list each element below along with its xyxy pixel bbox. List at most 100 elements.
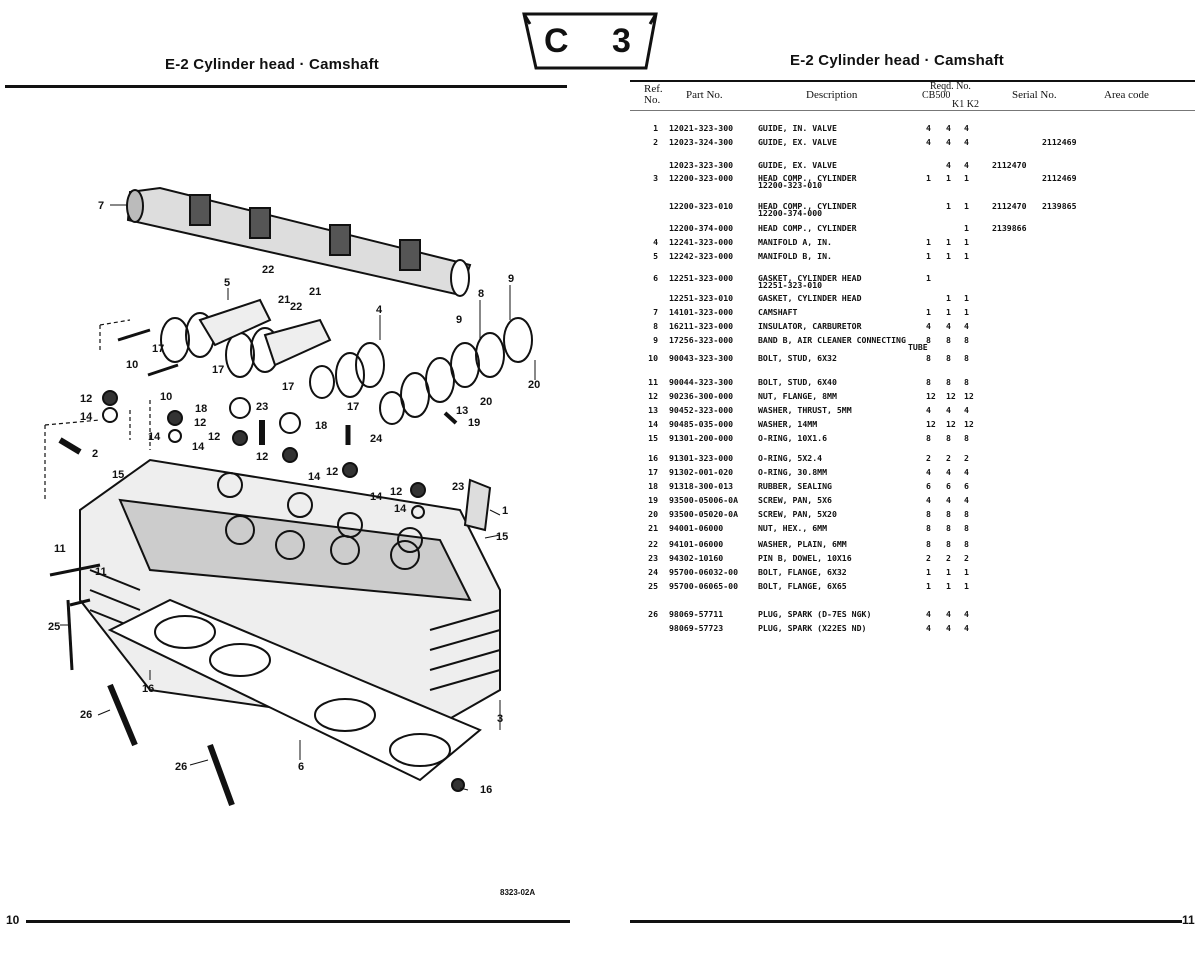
part-no-cell: 98069-57723 xyxy=(669,623,724,633)
qty-cb500-cell: 1 xyxy=(926,173,931,183)
part-no-cell: 94001-06000 xyxy=(669,523,724,533)
part-no-cell: 95700-06032-00 xyxy=(669,567,739,577)
header-area-code: Area code xyxy=(1104,89,1149,101)
ref-cell: 17 xyxy=(648,467,658,477)
qty-k2-cell: 1 xyxy=(964,307,969,317)
callout-21: 21 xyxy=(278,294,290,306)
serial-to-cell: 2112469 xyxy=(1042,137,1077,147)
qty-k2-cell: 4 xyxy=(964,609,969,619)
qty-k2-cell: 4 xyxy=(964,405,969,415)
camshaft-drawing xyxy=(126,186,472,297)
serial-to-cell: 2139865 xyxy=(1042,201,1077,211)
callout-23b: 23 xyxy=(452,481,464,493)
callout-11: 11 xyxy=(54,543,66,555)
qty-k1-cell: 4 xyxy=(946,609,951,619)
header-serial-no: Serial No. xyxy=(1012,89,1057,101)
callout-7: 7 xyxy=(98,200,104,212)
callout-12f: 12 xyxy=(390,486,402,498)
callout-10: 10 xyxy=(126,359,138,371)
description-cell: BOLT, STUD, 6X32 xyxy=(758,353,837,363)
qty-cb500-cell: 8 xyxy=(926,539,931,549)
callout-17c: 17 xyxy=(282,381,294,393)
qty-k2-cell: 12 xyxy=(964,391,974,401)
qty-k2-cell: 2 xyxy=(964,553,969,563)
description-cell: PLUG, SPARK (X22ES ND) xyxy=(758,623,867,633)
part-no-cell: 12200-374-000 xyxy=(669,223,734,233)
callout-25: 25 xyxy=(48,621,60,633)
description-cell: O-RING, 10X1.6 xyxy=(758,433,828,443)
left-footer-rule xyxy=(26,920,570,923)
ref-cell: 22 xyxy=(648,539,658,549)
callout-14f: 14 xyxy=(394,503,407,515)
callout-14e: 14 xyxy=(370,491,383,503)
header-ref: Ref. xyxy=(644,83,663,95)
description-cell: SCREW, PAN, 5X20 xyxy=(758,509,837,519)
qty-k2-cell: 1 xyxy=(964,223,969,233)
qty-k1-cell: 4 xyxy=(946,495,951,505)
header-cb500: CB500 xyxy=(922,90,951,101)
qty-k2-cell: 8 xyxy=(964,433,969,443)
qty-k1-cell: 1 xyxy=(946,307,951,317)
qty-cb500-cell: 8 xyxy=(926,433,931,443)
qty-k2-cell: 8 xyxy=(964,335,969,345)
ref-cell: 24 xyxy=(648,567,658,577)
part-no-cell: 95700-06065-00 xyxy=(669,581,739,591)
qty-k2-cell: 4 xyxy=(964,321,969,331)
right-footer-rule xyxy=(630,920,1182,923)
qty-cb500-cell: 4 xyxy=(926,137,931,147)
callout-8: 8 xyxy=(478,288,484,300)
callout-20: 20 xyxy=(528,379,540,391)
ref-cell: 6 xyxy=(653,273,658,283)
qty-k1-cell: 4 xyxy=(946,321,951,331)
qty-k1-cell: 12 xyxy=(946,419,956,429)
qty-k2-cell: 4 xyxy=(964,123,969,133)
part-no-cell: 91302-001-020 xyxy=(669,467,734,477)
part-no-cell: 91318-300-013 xyxy=(669,481,734,491)
description-cell: NUT, FLANGE, 8MM xyxy=(758,391,837,401)
figure-code: 8323-02A xyxy=(500,888,536,897)
part-no-cell: 14101-323-000 xyxy=(669,307,734,317)
description-cell: GUIDE, EX. VALVE xyxy=(758,137,837,147)
part-no-cell: 94101-06000 xyxy=(669,539,724,549)
qty-k2-cell: 2 xyxy=(964,453,969,463)
qty-k1-cell: 8 xyxy=(946,539,951,549)
ref-cell: 13 xyxy=(648,405,658,415)
qty-k1-cell: 1 xyxy=(946,581,951,591)
part-no-cell: 12242-323-000 xyxy=(669,251,734,261)
left-page-number: 10 xyxy=(6,913,20,927)
description-subline: TUBE xyxy=(908,342,928,352)
left-page-title: E-2 Cylinder head · Camshaft xyxy=(165,56,379,73)
part-no-cell: 12200-323-010 xyxy=(669,201,734,211)
qty-k1-cell: 2 xyxy=(946,553,951,563)
part-no-cell: 90485-035-000 xyxy=(669,419,734,429)
serial-from-cell: 2112470 xyxy=(992,160,1027,170)
callout-14c: 14 xyxy=(192,441,205,453)
part-no-cell: 12251-323-010 xyxy=(669,293,734,303)
qty-cb500-cell: 8 xyxy=(926,523,931,533)
part-no-cell: 16211-323-000 xyxy=(669,321,734,331)
description-cell: WASHER, THRUST, 5MM xyxy=(758,405,852,415)
qty-k2-cell: 4 xyxy=(964,137,969,147)
qty-k2-cell: 1 xyxy=(964,581,969,591)
qty-cb500-cell: 8 xyxy=(926,335,931,345)
header-part-no: Part No. xyxy=(686,89,723,101)
part-no-cell: 91301-200-000 xyxy=(669,433,734,443)
callout-17: 17 xyxy=(152,343,164,355)
qty-k1-cell: 4 xyxy=(946,405,951,415)
ref-cell: 25 xyxy=(648,581,658,591)
description-subline: 12200-323-010 xyxy=(758,180,823,190)
callout-24: 24 xyxy=(370,433,383,445)
part-no-cell: 90452-323-000 xyxy=(669,405,734,415)
callout-11b: 11 xyxy=(95,566,107,578)
qty-cb500-cell: 8 xyxy=(926,509,931,519)
callout-19: 19 xyxy=(468,417,480,429)
callout-14: 14 xyxy=(80,411,93,423)
qty-cb500-cell: 4 xyxy=(926,495,931,505)
